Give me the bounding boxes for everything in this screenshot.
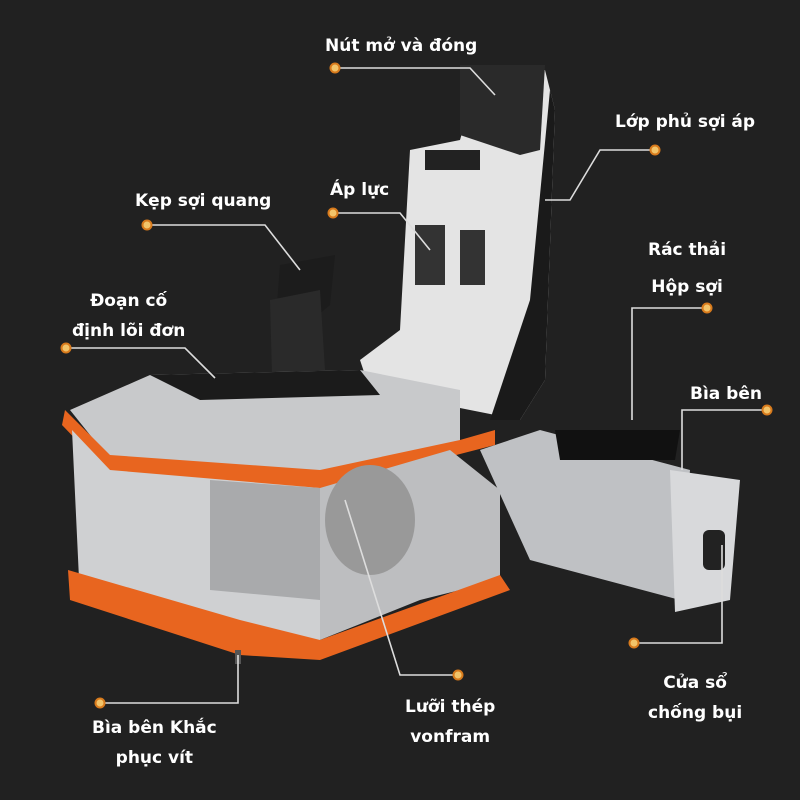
label-blade-line1: Lưỡi thép [405,697,496,717]
leader-lines [66,67,767,704]
label-core-fix-line2: định lõi đơn [72,321,186,341]
label-window-line1: Cửa sổ [663,673,727,693]
label-screw: Bìa bên Khắc phục vít [92,713,217,773]
label-pressure: Áp lực [330,180,390,200]
main-body [62,370,510,664]
label-screw-line2: phục vít [115,748,194,768]
label-dust-window: Cửa sổ chống bụi [648,668,742,728]
label-side-cover: Bìa bên [690,384,762,404]
label-screw-line1: Bìa bên Khắc [92,718,217,738]
label-window-line2: chống bụi [648,703,743,723]
label-open-close-button: Nút mở và đóng [325,36,478,56]
label-core-fix-line1: Đoạn cố [90,291,168,311]
label-core-fix: Đoạn cố định lõi đơn [72,286,185,346]
label-waste-line2: Hộp sợi [651,277,723,297]
label-fiber-clamp: Kẹp sợi quang [135,191,272,211]
callout-dots [60,62,773,709]
label-waste-box: Rác thải Hộp sợi [648,232,726,306]
waste-box [480,430,740,612]
label-fiber-cover: Lớp phủ sợi áp [615,112,756,132]
fiber-clamp [270,255,335,375]
label-blade-line2: vonfram [410,727,491,747]
cover-arm [360,65,555,420]
label-blade: Lưỡi thép vonfram [405,692,495,752]
label-waste-line1: Rác thải [648,240,727,260]
